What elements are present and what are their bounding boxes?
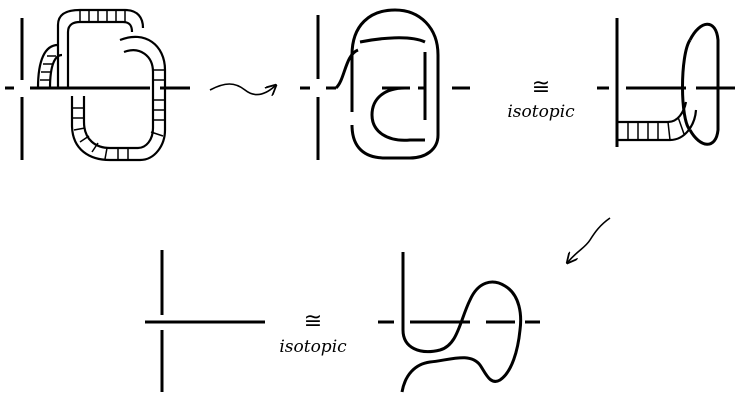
panel-5-strand	[378, 252, 540, 393]
panel-2-link	[300, 8, 470, 160]
relation-2: ≅ isotopic	[279, 309, 347, 357]
hatch-right	[150, 69, 165, 137]
relation-1-symbol: ≅	[532, 75, 550, 100]
relation-2-symbol: ≅	[304, 309, 322, 334]
wavy-arrow-1	[209, 84, 275, 95]
relation-2-label: isotopic	[279, 337, 347, 357]
hatch-top	[79, 10, 126, 22]
wavy-arrow-2	[568, 217, 611, 262]
hatch-panel-3	[627, 116, 685, 141]
panel-3-banded-link	[597, 18, 735, 147]
relation-1-label: isotopic	[507, 102, 575, 122]
hatch-bottom	[72, 107, 129, 160]
panel-1-banded-link	[5, 8, 190, 162]
panel-4-axis	[145, 250, 265, 392]
hatch-left	[40, 55, 56, 81]
relation-1: ≅ isotopic	[507, 75, 575, 122]
